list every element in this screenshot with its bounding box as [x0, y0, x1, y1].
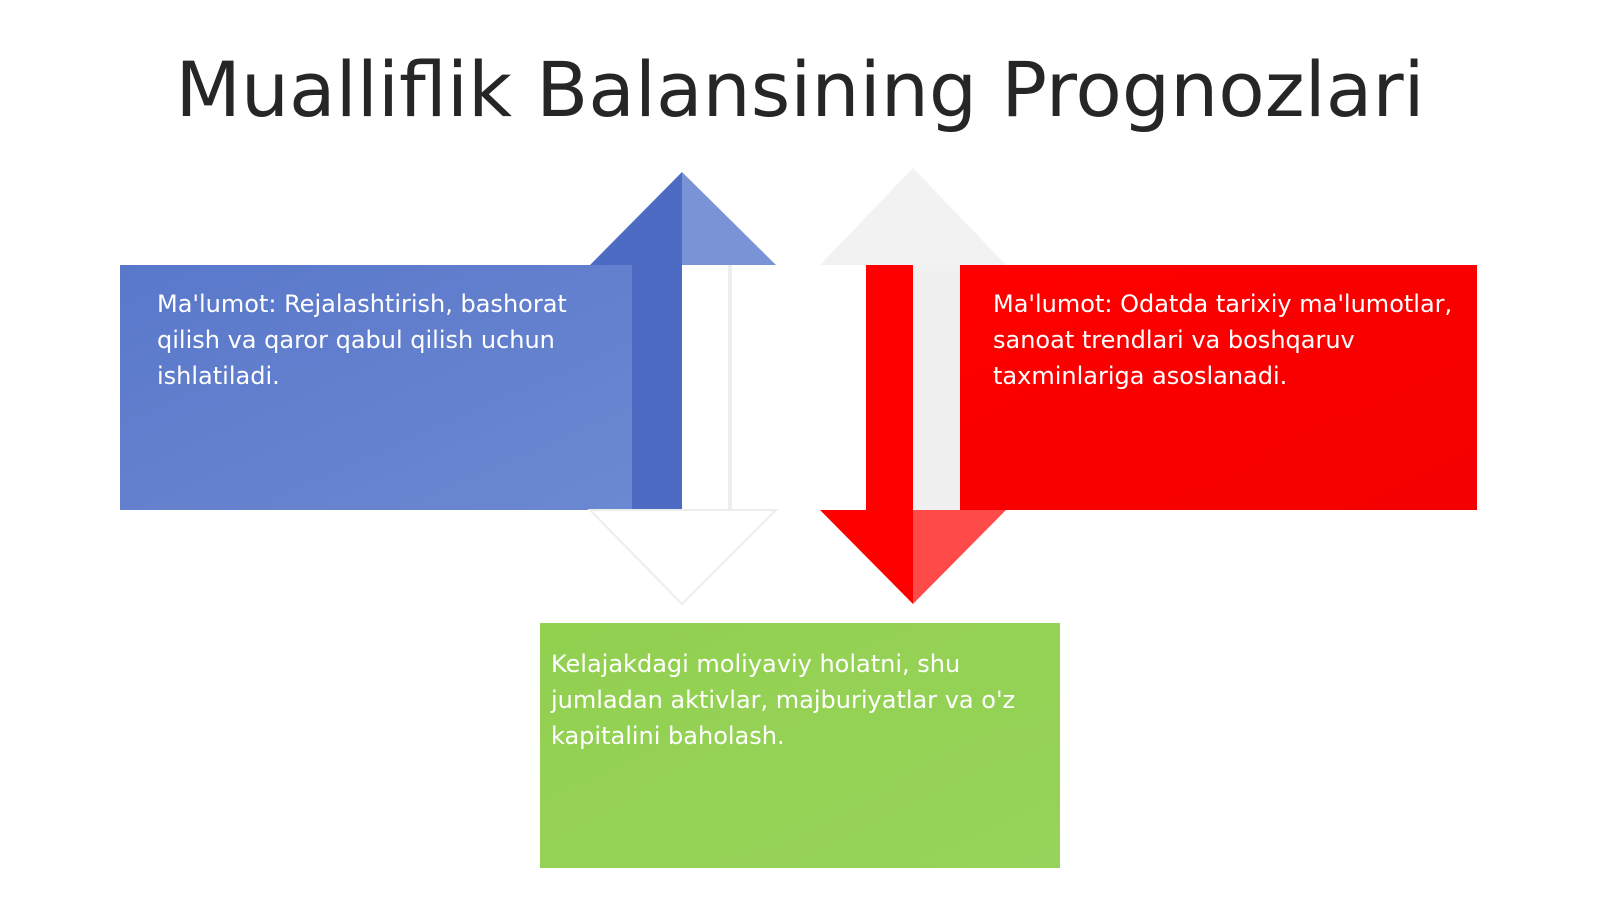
green-box-text: Kelajakdagi moliyaviy holatni, shu jumla… [551, 650, 1016, 750]
red-down-arrow [820, 168, 1006, 604]
green-info-box [540, 623, 1060, 868]
blue-up-arrow [587, 172, 779, 606]
red-info-box [960, 265, 1477, 510]
red-box-text: Ma'lumot: Odatda tarixiy ma'lumotlar, sa… [993, 290, 1453, 390]
blue-box-text: Ma'lumot: Rejalashtirish, bashorat qilis… [157, 290, 567, 390]
slide-title: Mualliflik Balansining Prognozlari [175, 45, 1425, 134]
blue-info-box [120, 265, 682, 510]
